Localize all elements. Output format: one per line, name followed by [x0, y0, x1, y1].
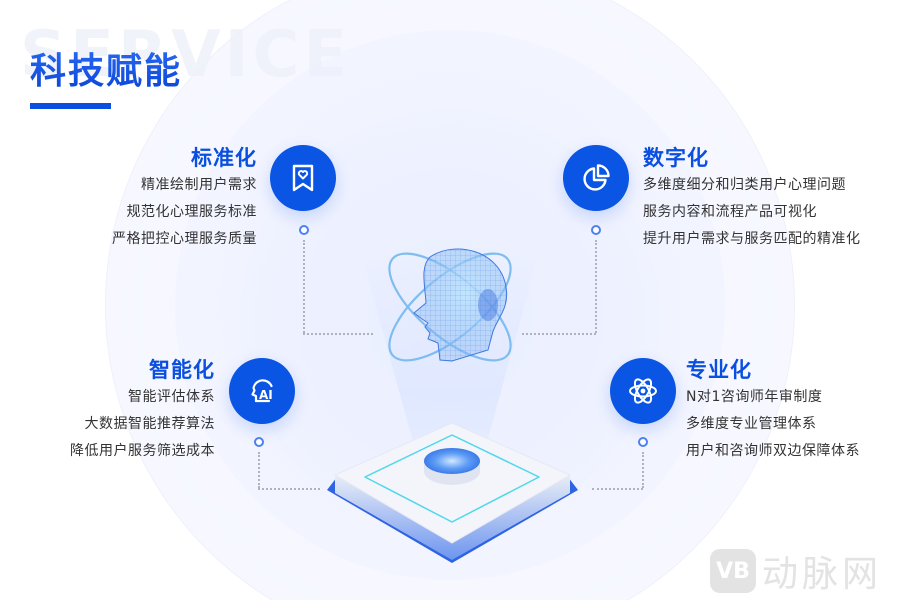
connector-line-vertical — [303, 240, 305, 333]
page-title: 科技赋能 — [30, 42, 182, 94]
feature-lines-intelligence: 智能评估体系 大数据智能推荐算法 降低用户服务筛选成本 — [70, 384, 215, 465]
feature-line: 大数据智能推荐算法 — [84, 416, 215, 432]
connector-ring — [254, 437, 264, 447]
feature-title-digitalization: 数字化 — [643, 146, 709, 170]
connector-line-horizontal — [522, 333, 596, 335]
connector-ring — [638, 437, 648, 447]
intelligence-icon-circle: AI — [229, 358, 295, 424]
digitalization-icon-circle — [563, 145, 629, 211]
connector-ring — [299, 225, 309, 235]
feature-lines-digitalization: 多维度细分和归类用户心理问题 服务内容和流程产品可视化 提升用户需求与服务匹配的… — [643, 172, 861, 253]
feature-title-intelligence: 智能化 — [149, 358, 215, 382]
connector-line-horizontal — [258, 488, 320, 490]
feature-line: 降低用户服务筛选成本 — [70, 443, 215, 459]
feature-lines-professionalization: N对1咨询师年审制度 多维度专业管理体系 用户和咨询师双边保障体系 — [686, 384, 860, 465]
feature-title-standardization: 标准化 — [191, 146, 257, 170]
connector-line-vertical — [642, 452, 644, 488]
feature-line: 严格把控心理服务质量 — [112, 231, 257, 247]
feature-line: 提升用户需求与服务匹配的精准化 — [643, 231, 861, 247]
logo-badge-icon: VB — [710, 549, 756, 593]
logo-text: 动脉网 — [762, 554, 883, 595]
feature-line: 多维度细分和归类用户心理问题 — [643, 177, 846, 193]
feature-line: N对1咨询师年审制度 — [686, 389, 823, 405]
connector-line-horizontal — [303, 333, 373, 335]
standardization-icon-circle — [270, 145, 336, 211]
connector-line-vertical — [258, 452, 260, 488]
svg-text:AI: AI — [259, 388, 273, 402]
feature-line: 智能评估体系 — [128, 389, 215, 405]
feature-line: 服务内容和流程产品可视化 — [643, 204, 817, 220]
logo: VB 动脉网 — [710, 545, 882, 597]
connector-line-horizontal — [592, 488, 643, 490]
bookmark-heart-icon — [292, 164, 314, 192]
feature-line: 用户和咨询师双边保障体系 — [686, 443, 860, 459]
professionalization-icon-circle — [610, 358, 676, 424]
watermark-text: SERVICE — [20, 18, 352, 92]
platform-base-illustration — [325, 405, 580, 565]
feature-lines-standardization: 精准绘制用户需求 规范化心理服务标准 严格把控心理服务质量 — [112, 172, 257, 253]
connector-line-vertical — [595, 240, 597, 333]
feature-line: 精准绘制用户需求 — [141, 177, 257, 193]
pie-chart-icon — [583, 164, 610, 191]
feature-line: 规范化心理服务标准 — [126, 204, 257, 220]
ai-head-icon: AI — [251, 379, 273, 403]
title-underline — [30, 103, 111, 109]
atom-icon — [629, 378, 657, 404]
connector-ring — [591, 225, 601, 235]
feature-line: 多维度专业管理体系 — [686, 416, 817, 432]
feature-title-professionalization: 专业化 — [686, 358, 752, 382]
wireframe-head-illustration — [370, 235, 530, 385]
